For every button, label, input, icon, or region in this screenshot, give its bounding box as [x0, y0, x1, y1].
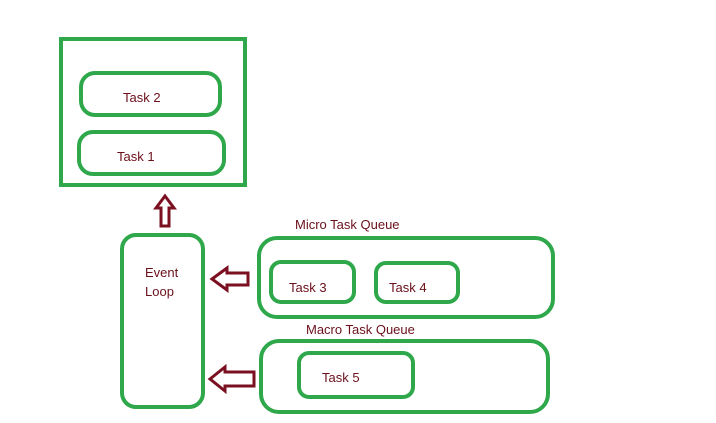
- micro-queue-task-3-label: Task 3: [289, 280, 327, 295]
- call-stack-task-2: [79, 71, 222, 117]
- arrow-left-macro-icon: [207, 363, 256, 395]
- micro-queue-task-4: [374, 261, 460, 304]
- arrow-left-micro-icon: [209, 265, 250, 293]
- macro-queue-task-5: [297, 351, 415, 399]
- call-stack-task-2-label: Task 2: [123, 90, 161, 105]
- macro-queue-task-5-label: Task 5: [322, 370, 360, 385]
- event-loop-label-line2: Loop: [145, 284, 174, 299]
- micro-queue-box: [257, 236, 555, 319]
- event-loop-box: [120, 233, 205, 409]
- call-stack-task-1: [77, 130, 226, 176]
- micro-queue-title: Micro Task Queue: [295, 217, 400, 232]
- micro-queue-task-4-label: Task 4: [389, 280, 427, 295]
- call-stack-task-1-label: Task 1: [117, 149, 155, 164]
- event-loop-label-line1: Event: [145, 265, 179, 280]
- micro-queue-task-3: [269, 260, 356, 304]
- macro-queue-title: Macro Task Queue: [306, 322, 415, 337]
- macro-queue-box: [259, 339, 550, 414]
- call-stack-box: [59, 37, 247, 187]
- arrow-up-icon: [153, 193, 177, 228]
